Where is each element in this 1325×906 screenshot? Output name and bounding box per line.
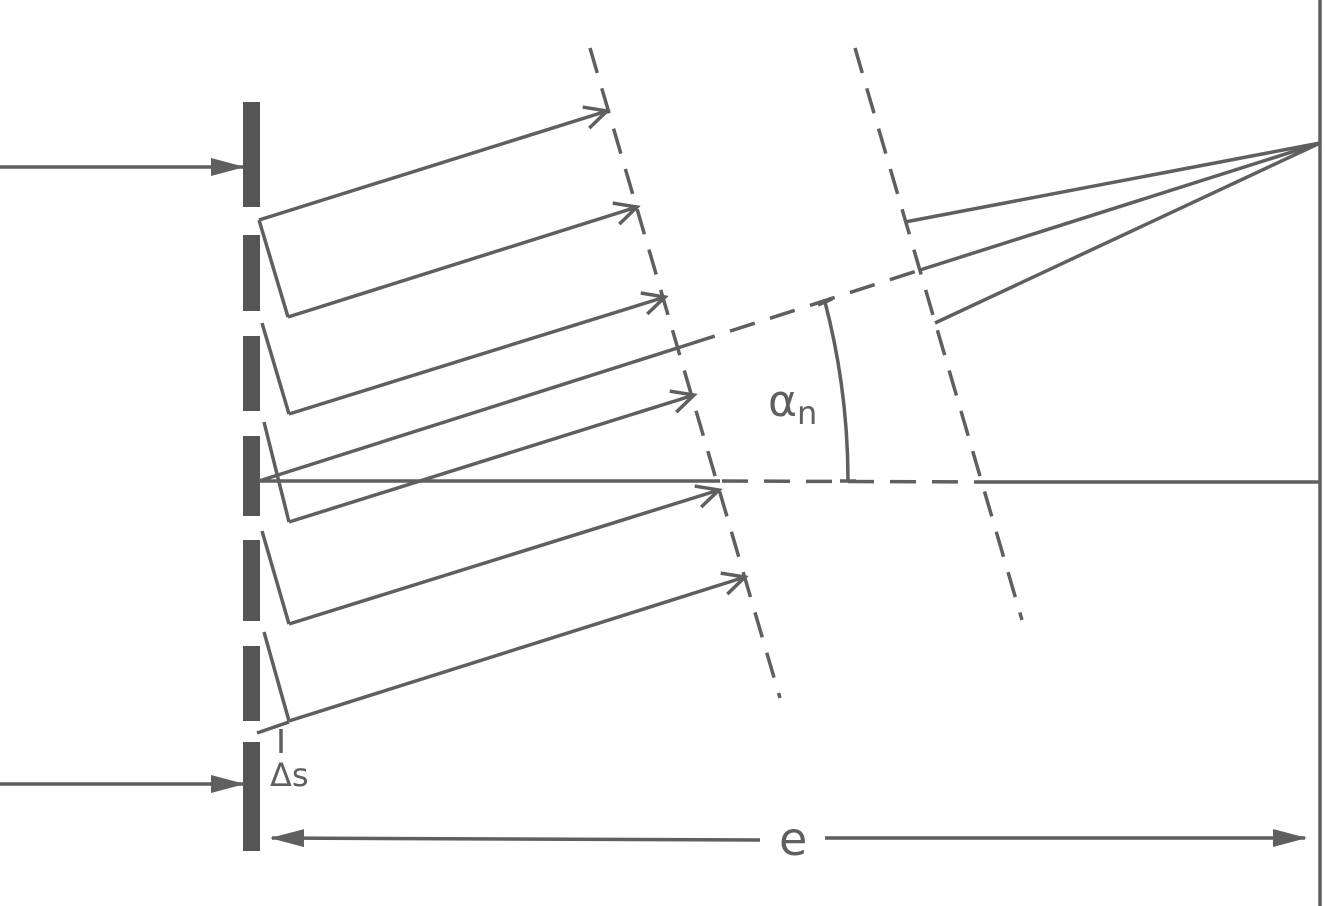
path-segment	[260, 322, 291, 415]
path-segment	[260, 530, 291, 625]
wavefront-dashed-1	[588, 47, 782, 699]
grating-bar	[243, 646, 260, 721]
focused-ray	[919, 141, 1321, 272]
angle-label: αn	[768, 376, 817, 432]
path-segment	[262, 421, 291, 523]
grating-bar	[243, 436, 260, 516]
grating-bar	[243, 235, 260, 311]
path-difference-label: Δs	[270, 756, 309, 794]
path-segment	[257, 219, 290, 318]
path-segment	[262, 631, 291, 722]
wavefront-dashed-2	[853, 47, 1024, 621]
diffracted-rays	[258, 105, 749, 723]
path-difference-segments	[256, 219, 291, 753]
angle-arc-tick	[817, 297, 833, 307]
grating-bar	[243, 102, 260, 207]
grating-bar	[243, 742, 260, 851]
focused-ray	[904, 141, 1321, 224]
focused-ray	[934, 141, 1321, 325]
grating-bar	[243, 540, 260, 621]
angle-arc	[823, 301, 850, 482]
diffracted-ray	[258, 105, 611, 222]
diffracted-ray	[288, 571, 749, 723]
central-ray-dashed	[689, 268, 921, 346]
grating-bar	[243, 336, 260, 411]
central-ray-solid	[258, 342, 691, 483]
path-segment	[256, 720, 290, 735]
distance-label: e	[779, 812, 807, 866]
grating	[243, 102, 260, 851]
distance-arrow-left	[270, 829, 761, 848]
diffracted-ray	[288, 484, 723, 626]
diffracted-ray	[288, 291, 669, 416]
diffracted-ray	[287, 201, 641, 319]
diffracted-ray	[288, 389, 698, 524]
